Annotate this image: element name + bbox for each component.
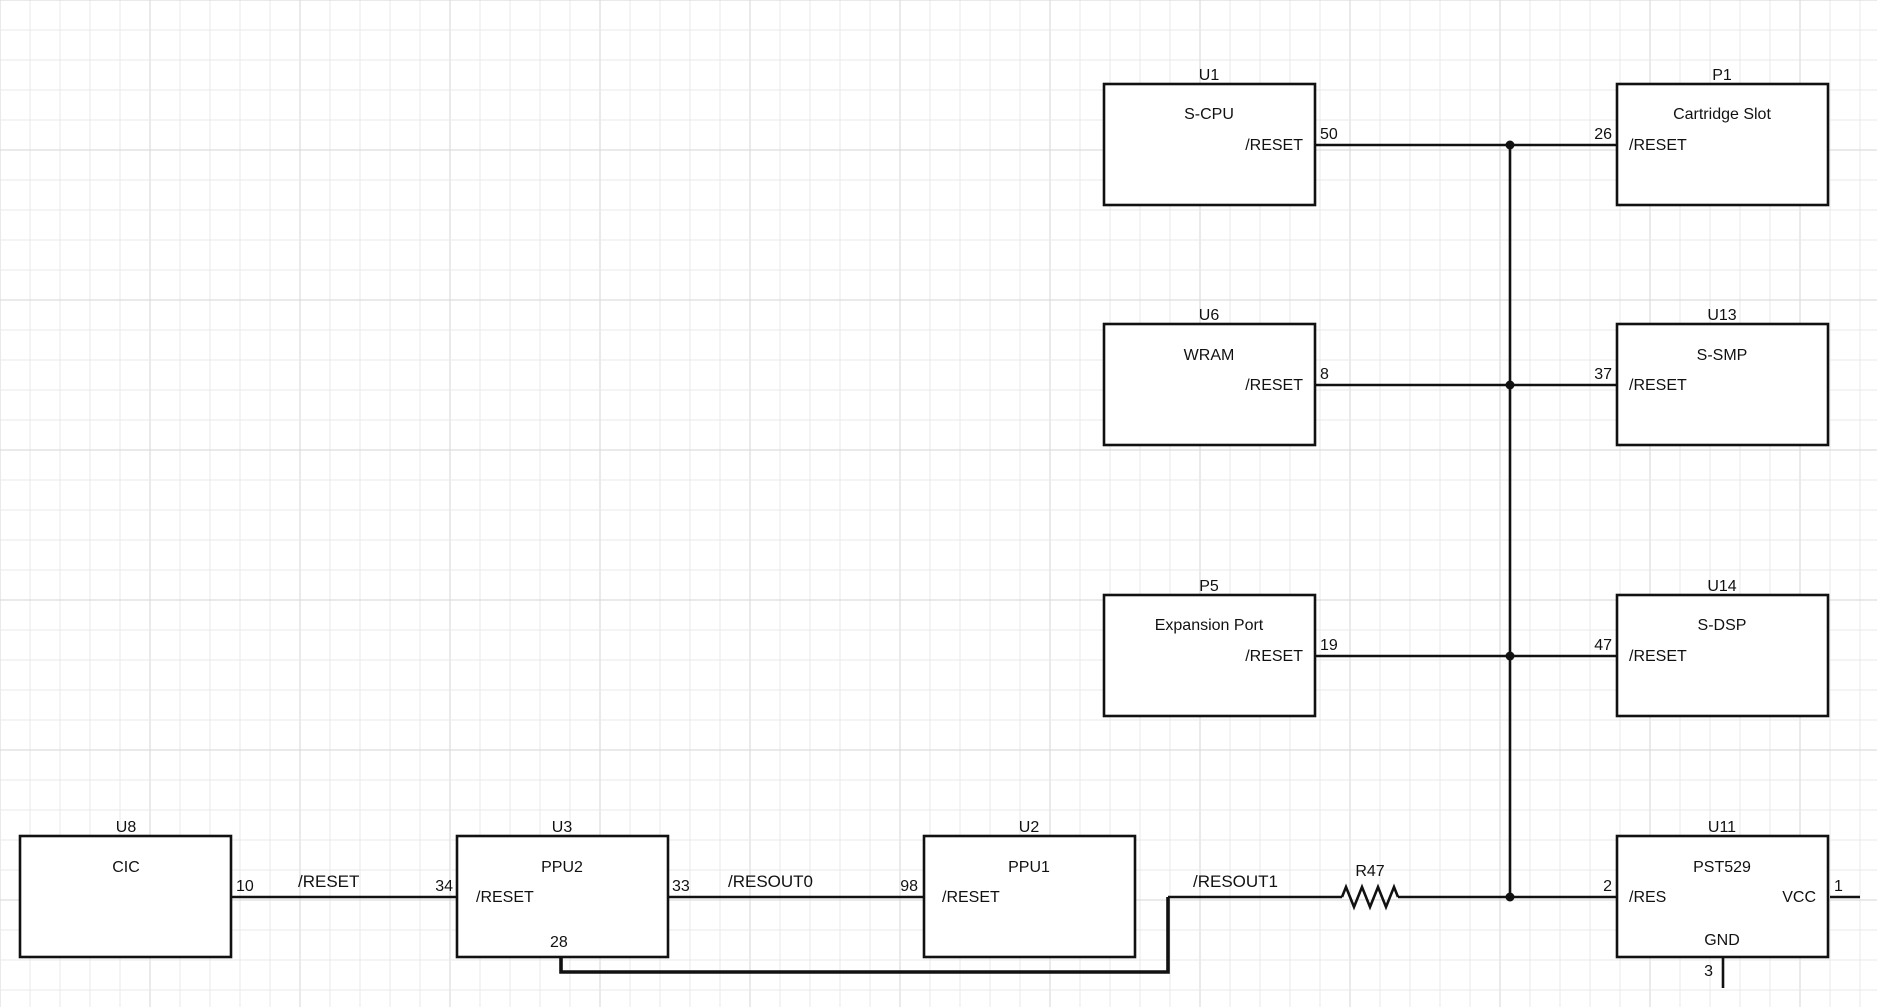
pin-number: 50 [1320, 126, 1338, 143]
component-name: PPU1 [1008, 859, 1050, 876]
wires [232, 140, 1860, 988]
component-name: Cartridge Slot [1673, 106, 1771, 123]
component-u3[interactable]: U3 PPU2 /RESET 34 33 28 [435, 819, 690, 959]
net-label-resout0: /RESOUT0 [728, 872, 813, 891]
pin-name: /RESET [942, 889, 1000, 906]
component-u1[interactable]: U1 S-CPU /RESET 50 [1102, 67, 1338, 207]
pin-number: 10 [236, 878, 254, 895]
junction-dot [1505, 380, 1515, 390]
pin-name: /RESET [1629, 377, 1687, 394]
component-box[interactable] [1615, 593, 1830, 718]
component-name: CIC [112, 859, 140, 876]
pin-name: /RESET [1629, 648, 1687, 665]
pin-name: VCC [1782, 889, 1816, 906]
component-box[interactable] [1615, 82, 1830, 207]
junction-dot [1505, 892, 1515, 902]
component-u6[interactable]: U6 WRAM /RESET 8 [1102, 307, 1329, 447]
pin-number: 33 [672, 878, 690, 895]
ref-designator: U6 [1199, 307, 1220, 324]
component-name: Expansion Port [1155, 617, 1264, 634]
pin-number: 26 [1594, 126, 1612, 143]
pin-number: 2 [1603, 878, 1612, 895]
component-u13[interactable]: U13 S-SMP /RESET 37 [1594, 307, 1830, 447]
pin-number: 3 [1704, 963, 1713, 980]
pin-number: 1 [1834, 878, 1843, 895]
ref-designator: U8 [116, 819, 137, 836]
component-box[interactable] [455, 834, 670, 959]
ref-designator: U14 [1707, 578, 1736, 595]
component-box[interactable] [1102, 82, 1317, 207]
wire-ppu2-28-resout1 [559, 897, 1170, 974]
ref-designator: U1 [1199, 67, 1220, 84]
ref-designator: U11 [1708, 819, 1736, 836]
resistor-r47-symbol [1340, 883, 1400, 911]
component-box[interactable] [1102, 593, 1317, 718]
component-box[interactable] [1102, 322, 1317, 447]
component-name: WRAM [1184, 347, 1235, 364]
component-u11[interactable]: U11 PST529 /RES VCC GND 2 1 3 [1603, 819, 1843, 980]
component-name: S-DSP [1698, 617, 1747, 634]
pin-number: 37 [1594, 366, 1612, 383]
component-name: PST529 [1693, 859, 1751, 876]
component-u2[interactable]: U2 PPU1 /RESET 98 [900, 819, 1137, 959]
pin-name: GND [1704, 932, 1740, 949]
pin-name: /RES [1629, 889, 1666, 906]
junction-dot [1505, 140, 1515, 150]
junction-dot [1505, 651, 1515, 661]
net-label-resout1: /RESOUT1 [1193, 872, 1278, 891]
component-box[interactable] [1615, 834, 1830, 959]
net-label-reset: /RESET [298, 872, 359, 891]
pin-name: /RESET [476, 889, 534, 906]
resistor-r47-ref: R47 [1355, 863, 1384, 880]
ref-designator: P5 [1199, 578, 1219, 595]
component-u8[interactable]: U8 CIC 10 [18, 819, 254, 959]
component-box[interactable] [1615, 322, 1830, 447]
pin-number: 8 [1320, 366, 1329, 383]
pin-number: 47 [1594, 637, 1612, 654]
component-name: S-CPU [1184, 106, 1234, 123]
component-box[interactable] [18, 834, 233, 959]
pin-name: /RESET [1245, 377, 1303, 394]
component-p5[interactable]: P5 Expansion Port /RESET 19 [1102, 578, 1338, 718]
component-u14[interactable]: U14 S-DSP /RESET 47 [1594, 578, 1830, 718]
pin-number: 19 [1320, 637, 1338, 654]
ref-designator: P1 [1712, 67, 1732, 84]
ref-designator: U2 [1019, 819, 1040, 836]
component-p1[interactable]: P1 Cartridge Slot /RESET 26 [1594, 67, 1830, 207]
pin-name: /RESET [1245, 648, 1303, 665]
component-name: PPU2 [541, 859, 583, 876]
pin-name: /RESET [1245, 137, 1303, 154]
ref-designator: U13 [1707, 307, 1736, 324]
component-box[interactable] [922, 834, 1137, 959]
pin-number: 28 [550, 934, 568, 951]
pin-number: 34 [435, 878, 453, 895]
ref-designator: U3 [552, 819, 573, 836]
pin-name: /RESET [1629, 137, 1687, 154]
component-name: S-SMP [1697, 347, 1748, 364]
pin-number: 98 [900, 878, 918, 895]
